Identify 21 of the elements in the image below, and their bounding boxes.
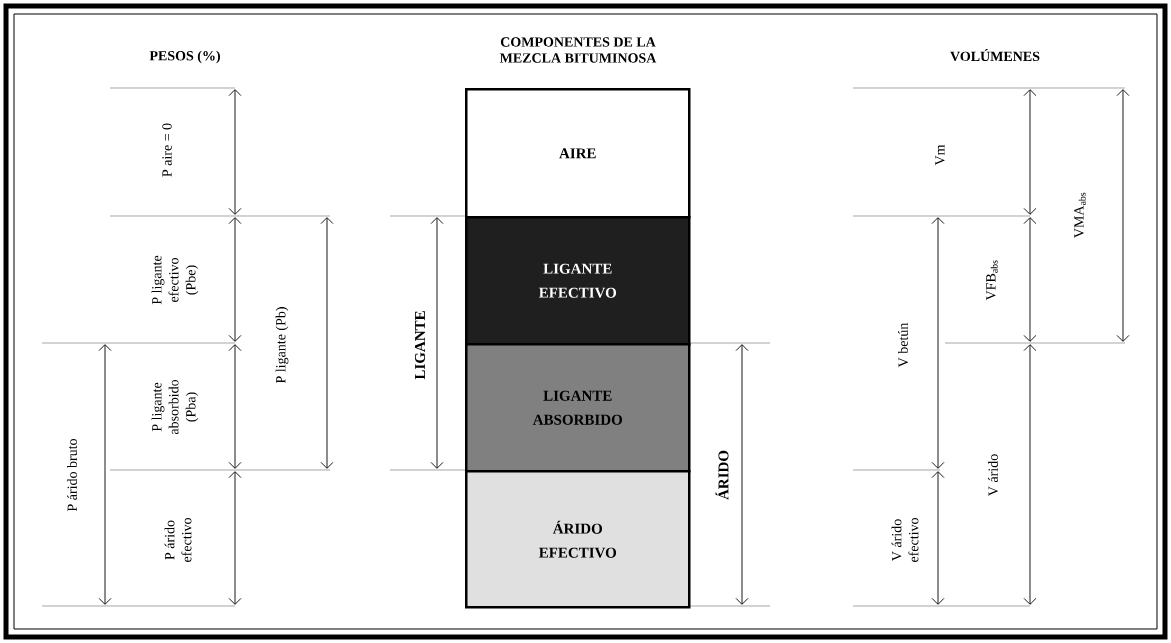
dimension-label: V betún (898, 322, 908, 368)
dimension-label: VMA$_{abs}$ (1074, 192, 1086, 238)
dimension-label: P ligante absorbido (Pba) (151, 379, 199, 435)
dimension-label: P ligante (Pb) (275, 307, 289, 384)
column-heading: VOLÚMENES (950, 48, 1040, 62)
dimension-label: LIGANTE (414, 311, 426, 380)
component-box: AIRE (465, 88, 691, 219)
component-box: LIGANTE EFECTIVO (465, 216, 691, 346)
dimension-label: P ligante efectivo (Pbe) (151, 255, 199, 305)
dimension-label: Vm (935, 144, 945, 166)
column-heading: PESOS (%) (149, 50, 220, 64)
dimension-label: P árido efectivo (164, 518, 192, 562)
component-box: ÁRIDO EFECTIVO (465, 470, 691, 609)
dimension-label: VFB$_{abs}$ (986, 260, 998, 301)
dimension-label: V árido (988, 454, 998, 497)
dimension-label: P árido bruto (67, 439, 77, 512)
dimension-label: P aire = 0 (162, 123, 172, 177)
component-box: LIGANTE ABSORBIDO (465, 343, 691, 473)
column-heading: COMPONENTES DE LA MEZCLA BITUMINOSA (499, 37, 657, 63)
dimension-label: ÁRIDO (715, 450, 729, 500)
dimension-label: V árido efectivo (891, 518, 919, 562)
